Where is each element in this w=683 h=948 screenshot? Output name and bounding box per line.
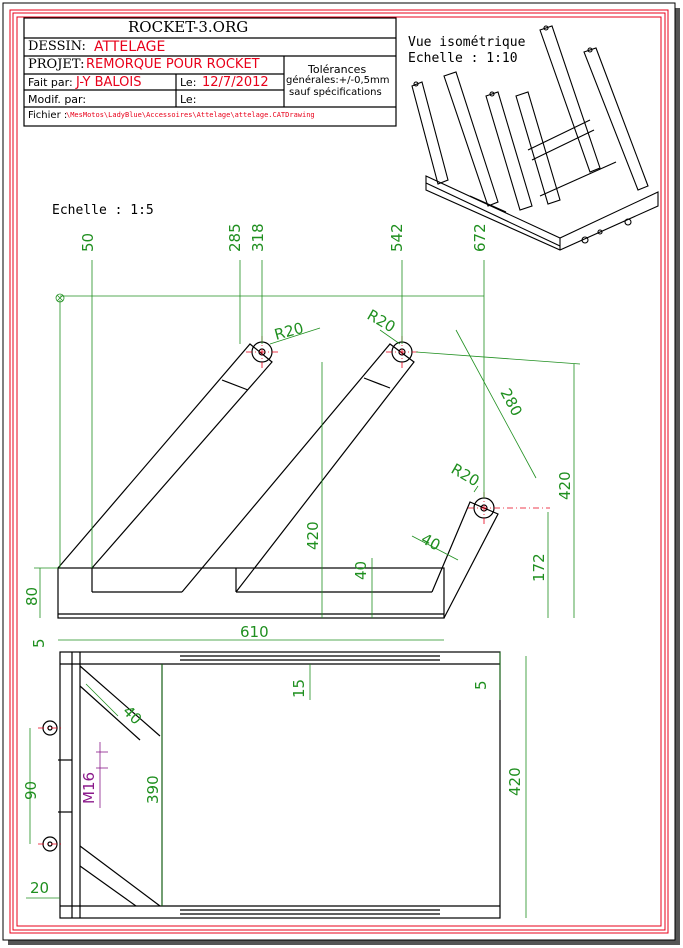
tol-line3: sauf spécifications bbox=[289, 87, 382, 98]
dim-318: 318 bbox=[249, 223, 267, 252]
fait-value: J-Y BALOIS bbox=[76, 75, 142, 90]
sheet-paper bbox=[2, 2, 676, 941]
company-name: ROCKET-3.ORG bbox=[128, 18, 249, 36]
le-label: Le: bbox=[180, 76, 197, 89]
fait-label: Fait par: bbox=[28, 76, 73, 89]
top-view-geometry bbox=[42, 651, 501, 919]
title-block-frame bbox=[23, 17, 397, 127]
dim-610: 610 bbox=[240, 623, 269, 641]
dim-672: 672 bbox=[471, 223, 489, 252]
le-value: 12/7/2012 bbox=[202, 75, 269, 90]
dimension-lines bbox=[26, 260, 581, 918]
inner-border-2 bbox=[16, 16, 662, 927]
dim-5-top: 5 bbox=[472, 680, 490, 690]
dessin-value: ATTELAGE bbox=[94, 39, 166, 55]
dim-420-front-mid: 420 bbox=[304, 521, 322, 550]
tol-line2: générales:+/-0,5mm bbox=[286, 75, 390, 86]
iso-view-scale: Echelle : 1:10 bbox=[408, 51, 518, 66]
dim-420-front-right: 420 bbox=[556, 471, 574, 500]
dim-420-top: 420 bbox=[506, 767, 524, 796]
dim-285: 285 bbox=[226, 223, 244, 252]
isometric-drawing bbox=[411, 25, 659, 251]
dim-390: 390 bbox=[144, 775, 162, 804]
dim-m16: M16 bbox=[80, 772, 98, 804]
le2-label: Le: bbox=[180, 93, 197, 106]
tol-line1: Tolérances bbox=[308, 63, 367, 76]
dim-5-left: 5 bbox=[30, 638, 48, 648]
projet-value: REMORQUE POUR ROCKET bbox=[86, 57, 260, 72]
dim-90: 90 bbox=[22, 781, 40, 800]
inner-border bbox=[12, 12, 666, 931]
dim-40-base: 40 bbox=[352, 561, 370, 580]
modif-label: Modif. par: bbox=[28, 93, 87, 106]
projet-label: PROJET: bbox=[28, 57, 85, 72]
fichier-label: Fichier : bbox=[28, 110, 68, 121]
dim-50: 50 bbox=[79, 233, 97, 252]
outer-border bbox=[9, 9, 669, 934]
fichier-value: \MesMotos\LadyBlue\Accessoires\Attelage\… bbox=[66, 111, 315, 119]
dim-80: 80 bbox=[23, 587, 41, 606]
dessin-label: DESSIN: bbox=[28, 39, 86, 54]
iso-view-title: Vue isométrique bbox=[408, 35, 526, 50]
main-view-scale: Echelle : 1:5 bbox=[52, 203, 154, 218]
dim-20: 20 bbox=[30, 879, 49, 897]
thread-callout bbox=[96, 742, 108, 808]
dim-542: 542 bbox=[388, 223, 406, 252]
origin-marker bbox=[55, 293, 65, 303]
dim-172: 172 bbox=[530, 553, 548, 582]
dim-15: 15 bbox=[290, 679, 308, 698]
